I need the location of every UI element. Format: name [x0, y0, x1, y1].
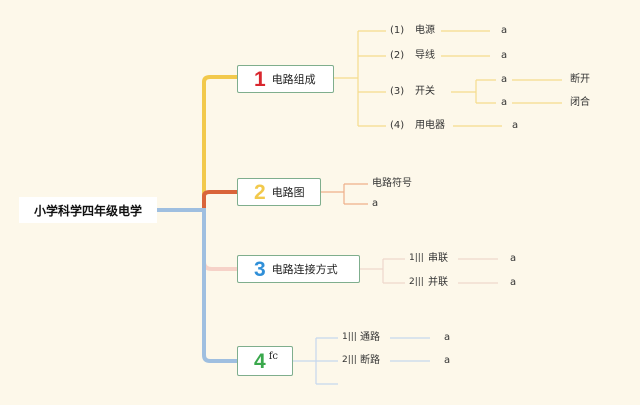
item-4-1-label[interactable]: 通路 [360, 332, 380, 343]
branch-line-1 [157, 75, 237, 212]
item-3-1-value[interactable]: a [510, 253, 517, 264]
topic-label-3: 电路连接方式 [271, 263, 338, 276]
branch-3-sub-lines [360, 258, 498, 284]
topic-number-1: 1 [254, 67, 266, 91]
item-1-3-1-value[interactable]: a [501, 74, 508, 85]
topic-number-4: 4 [254, 349, 266, 373]
item-2-2-label[interactable]: a [372, 198, 379, 209]
branch-line-2 [157, 190, 237, 212]
item-1-3-prefix: (3) [390, 86, 405, 97]
root-node[interactable]: 小学科学四年级电学 [19, 197, 157, 223]
item-1-4-value[interactable]: a [512, 120, 519, 131]
topic-label-2: 电路图 [271, 186, 305, 199]
item-4-1-prefix: 1||| [342, 332, 357, 342]
topic-node-4[interactable]: 4 fc [237, 346, 293, 376]
topic-number-3: 3 [254, 257, 266, 281]
topic-node-1[interactable]: 1 电路组成 [237, 65, 334, 93]
item-3-2-value[interactable]: a [510, 277, 517, 288]
item-3-2-label[interactable]: 并联 [428, 277, 448, 288]
topic-label-1: 电路组成 [271, 73, 316, 86]
item-4-2-label[interactable]: 断路 [360, 355, 380, 366]
branch-line-4 [157, 208, 237, 363]
item-1-1-label[interactable]: 电源 [415, 25, 435, 36]
item-1-1-value[interactable]: a [501, 25, 508, 36]
item-1-3-label[interactable]: 开关 [415, 86, 435, 97]
root-label: 小学科学四年级电学 [33, 203, 142, 218]
branch-1-sub-lines [334, 30, 562, 127]
item-1-3-2-value[interactable]: a [501, 97, 508, 108]
branch-line-3 [202, 210, 237, 271]
topic-node-3[interactable]: 3 电路连接方式 [237, 255, 360, 283]
item-4-2-prefix: 2||| [342, 355, 357, 365]
item-1-2-prefix: (2) [390, 50, 405, 61]
topic-number-2: 2 [254, 180, 266, 204]
item-3-1-prefix: 1||| [409, 253, 424, 263]
item-2-1-label[interactable]: 电路符号 [372, 178, 412, 189]
item-1-4-label[interactable]: 用电器 [415, 120, 445, 131]
item-1-3-1-leaf[interactable]: 断开 [570, 74, 590, 85]
item-1-1-prefix: (1) [390, 25, 405, 36]
topic-label-4: fc [268, 351, 278, 362]
item-1-2-value[interactable]: a [501, 50, 508, 61]
item-1-2-label[interactable]: 导线 [415, 50, 435, 61]
topic-node-2[interactable]: 2 电路图 [237, 178, 321, 206]
item-1-3-2-leaf[interactable]: 闭合 [570, 97, 590, 108]
item-3-2-prefix: 2||| [409, 277, 424, 287]
branch-4-sub-lines [293, 337, 430, 385]
branch-2-sub-lines [321, 183, 368, 205]
item-1-4-prefix: (4) [390, 120, 405, 131]
item-3-1-label[interactable]: 串联 [428, 253, 448, 264]
item-4-1-value[interactable]: a [444, 332, 451, 343]
item-4-2-value[interactable]: a [444, 355, 451, 366]
